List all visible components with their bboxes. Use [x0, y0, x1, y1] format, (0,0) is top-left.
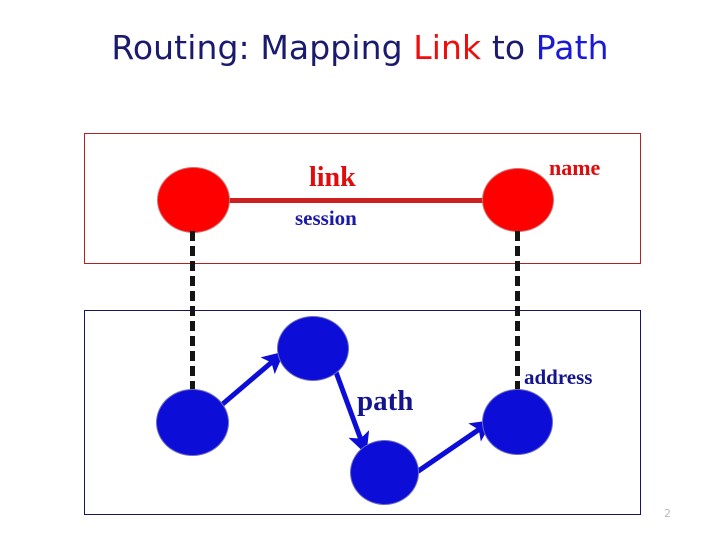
link-edge-line [222, 198, 490, 203]
link-layer-panel [84, 133, 641, 264]
label-address: address [524, 365, 593, 389]
path-node-1[interactable] [156, 389, 229, 456]
page-title: Routing: Mapping Link to Path [0, 28, 720, 67]
label-path: path [357, 385, 414, 417]
label-link: link [309, 162, 356, 193]
link-node-right[interactable] [482, 168, 554, 232]
path-node-3[interactable] [350, 440, 419, 505]
title-link-word: Link [413, 28, 482, 67]
mapping-line-right [515, 231, 520, 391]
path-node-4[interactable] [482, 389, 553, 455]
path-node-2[interactable] [277, 316, 349, 381]
label-session: session [295, 206, 357, 230]
link-node-left[interactable] [157, 167, 230, 233]
title-path-word: Path [535, 28, 609, 67]
label-name: name [549, 155, 601, 180]
mapping-line-left [190, 231, 195, 391]
title-prefix: Routing: Mapping [111, 28, 414, 67]
title-connector: to [481, 28, 536, 67]
path-layer-panel [84, 310, 641, 515]
page-number: 2 [664, 507, 671, 520]
